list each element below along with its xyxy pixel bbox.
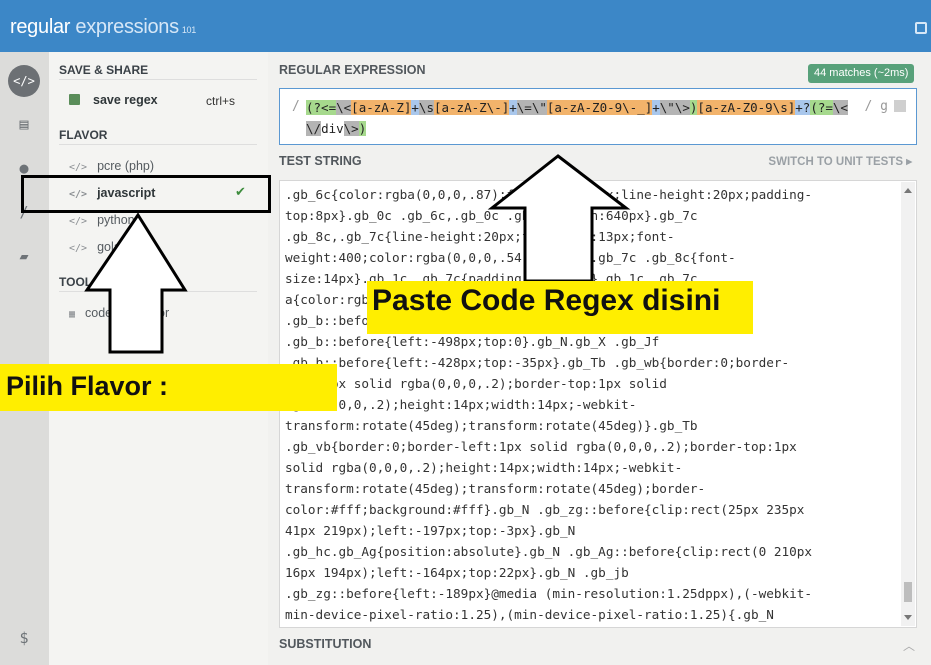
checkmark-icon: ✔ [235,185,246,200]
library-icon[interactable]: ▤ [19,115,29,133]
save-regex-button[interactable]: save regex [69,93,158,107]
save-share-title: SAVE & SHARE [59,63,149,77]
matches-badge: 44 matches (~2ms) [808,64,915,83]
substitution-title[interactable]: SUBSTITUTION [279,637,372,651]
flavor-item-golang[interactable]: </> golang [69,240,135,254]
scroll-down-arrow[interactable] [904,615,912,620]
main-panel: REGULAR EXPRESSION 44 matches (~2ms) / (… [268,52,931,665]
code-icon[interactable]: </> [8,65,40,97]
chat-icon[interactable]: ▰ [19,247,29,265]
test-string-line: left:1px solid rgba(0,0,0,.2);border-top… [285,376,667,391]
scrollbar[interactable] [901,182,915,626]
flavor-label: golang [97,240,135,254]
flavor-item-pcre[interactable]: </> pcre (php) [69,159,154,173]
highlight-box [21,175,271,213]
logo-main-text: regular [10,16,71,38]
test-string-line: color:#fff;background:#fff}.gb_N .gb_zg:… [285,502,805,517]
test-string-line: weight:400;color:rgba(0,0,0,.54)}.gb_1c … [285,250,736,265]
test-string-line: solid rgba(0,0,0,.2);height:14px;width:1… [285,460,683,475]
switch-label: SWITCH TO UNIT TESTS [768,156,904,168]
switch-to-unit-tests-link[interactable]: SWITCH TO UNIT TESTS ▸ [768,154,912,168]
test-string-line: .gb_vb{border:0;border-left:1px solid rg… [285,439,797,454]
test-string-text[interactable]: .gb_6c{color:rgba(0,0,0,.87);font-size:1… [285,184,890,625]
document-code-icon: ▦ [69,309,76,320]
logo-thin-text: expressions [70,16,179,38]
test-string-line: min-device-pixel-ratio:1.25),(min-device… [285,607,774,622]
code-icon: </> [69,243,88,254]
test-string-title: TEST STRING [279,154,362,168]
icon-bar: </> ▤ ● / ▰ $ [0,52,49,665]
test-string-line: 41px 219px);left:-197px;top:-3px}.gb_N [285,523,576,538]
flavor-label: javascript [97,186,156,200]
test-string-line: .gb_zg::before{left:-189px}@media (min-r… [285,586,813,601]
side-panel: SAVE & SHARE save regex ctrl+s FLAVOR </… [49,52,268,665]
divider [59,144,257,145]
chevron-up-icon[interactable]: ︿ [902,639,915,653]
flag-icon[interactable] [894,100,906,112]
flavor-label: python [97,213,135,227]
test-string-line: .gb_8c,.gb_7c{line-height:20px;font-size… [285,229,675,244]
tool-item-code-generator[interactable]: ▦ code generator [69,306,169,320]
test-string-line: rgba(0,0,0,.2);height:14px;width:14px;-w… [285,397,637,412]
test-string-line: .gb_6c{color:rgba(0,0,0,.87);font-size:1… [285,187,813,202]
divider [59,79,257,80]
flavor-title: FLAVOR [59,128,108,142]
regex-input[interactable]: / (?<=\<[a-zA-Z]+\s[a-zA-Z\-]+\=\"[a-zA-… [279,88,917,145]
test-string-line: .gb_b::before{left:-498px;top:0}.gb_N.gb… [285,334,660,349]
test-string-input[interactable]: .gb_6c{color:rgba(0,0,0,.87);font-size:1… [279,180,917,628]
tool-label: code generator [85,306,170,320]
user-icon[interactable]: ● [19,159,29,177]
floppy-disk-icon [69,94,80,105]
paste-code-label: Paste Code Regex disini [367,281,753,334]
flavor-label: pcre (php) [97,159,155,173]
divider [59,291,257,292]
tools-title: TOOLS [59,275,101,289]
logo-version: 101 [181,25,196,35]
test-string-line: transform:rotate(45deg);transform:rotate… [285,418,698,433]
code-icon: </> [69,162,88,173]
test-string-line: transform:rotate(45deg);transform:rotate… [285,481,706,496]
test-string-line: .gb_b::before{left:-428px;top:-35px}.gb_… [285,355,790,370]
twitter-icon[interactable] [915,22,927,34]
test-string-line: .gb_hc.gb_Ag{position:absolute}.gb_N .gb… [285,544,813,559]
scroll-up-arrow[interactable] [904,188,912,193]
code-icon: </> [69,189,88,200]
scroll-thumb[interactable] [904,582,912,602]
regex-delimiter: / [292,99,300,114]
regex-flags[interactable]: / g [864,99,888,114]
save-shortcut: ctrl+s [206,94,236,108]
dollar-icon[interactable]: $ [19,629,29,647]
code-icon: </> [69,216,88,227]
test-string-line: top:8px}.gb_0c .gb_6c,.gb_0c .gb_7c{widt… [285,208,698,223]
save-regex-label: save regex [93,93,158,107]
regex-section-title: REGULAR EXPRESSION [279,63,426,77]
test-string-line: 16px 194px);left:-164px;top:22px}.gb_N .… [285,565,629,580]
chevron-right-icon: ▸ [906,156,912,168]
regex-text[interactable]: (?<=\<[a-zA-Z]+\s[a-zA-Z\-]+\=\"[a-zA-Z0… [306,100,848,136]
flavor-item-python[interactable]: </> python [69,213,135,227]
flavor-item-javascript[interactable]: </> javascript [69,186,155,200]
choose-flavor-label: Pilih Flavor : [0,364,337,411]
